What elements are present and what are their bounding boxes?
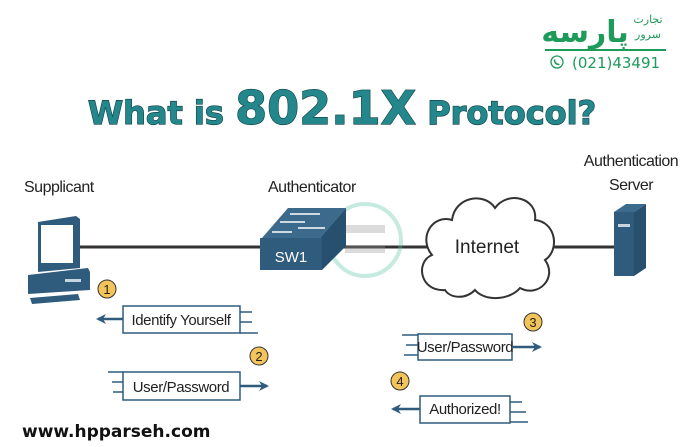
switch-label: SW1: [275, 249, 308, 266]
server-icon: [614, 204, 646, 276]
step-message: Authorized!: [429, 401, 500, 418]
step-1: 1 Identify Yourself: [96, 279, 258, 334]
title-prefix: What is: [88, 94, 235, 132]
step-number: 1: [103, 282, 110, 297]
authenticator-label: Authenticator: [268, 179, 357, 196]
step-badge: [390, 371, 410, 391]
server-label-line2: Server: [609, 177, 654, 194]
step-message: Identify Yourself: [131, 312, 231, 329]
server-label-line1: Authentication: [584, 153, 678, 170]
computer-icon: [28, 216, 90, 304]
step-3: 3 User/Password: [402, 312, 543, 361]
phone-number: (021)43491: [572, 54, 660, 72]
phone-icon: [550, 55, 564, 69]
cloud-icon: Internet: [421, 197, 555, 299]
title-highlight: 802.1X: [235, 81, 416, 135]
page-title: What is 802.1X Protocol?: [88, 81, 596, 135]
step-message: User/Password: [133, 379, 230, 396]
logo-tagline-2: سرور: [634, 28, 661, 41]
step-message: User/Password: [417, 339, 514, 356]
step-badge: [523, 312, 543, 332]
supplicant-label: Supplicant: [24, 179, 95, 196]
title-suffix: Protocol?: [416, 94, 596, 132]
logo-brand: پارسه: [541, 15, 629, 50]
step-2: 2 User/Password: [108, 346, 269, 401]
logo-tagline-1: تجارت: [633, 13, 662, 26]
step-badge: [97, 279, 117, 299]
logo: پارسه تجارت سرور (021)43491: [541, 13, 666, 72]
website-url: www.hpparseh.com: [22, 422, 210, 442]
step-number: 2: [255, 349, 262, 364]
step-number: 4: [396, 374, 403, 389]
switch-icon: SW1: [260, 208, 346, 270]
step-badge: [249, 346, 269, 366]
step-number: 3: [529, 315, 536, 330]
cloud-label: Internet: [455, 237, 520, 258]
step-4: 4 Authorized!: [390, 371, 528, 424]
